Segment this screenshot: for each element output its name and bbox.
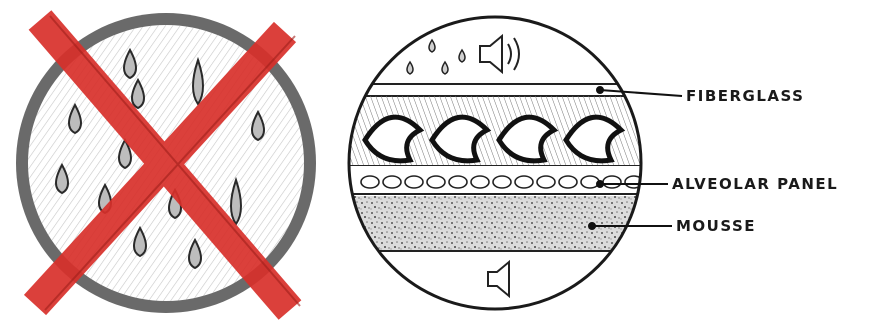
panel-cross-section: FIBERGLASS ALVEOLAR PANEL MOUSSE: [340, 17, 838, 309]
alveolar-panel-label: ALVEOLAR PANEL: [672, 175, 838, 193]
mousse-label: MOUSSE: [676, 217, 756, 235]
mousse-layer: [340, 196, 650, 251]
no-water-symbol: [16, 13, 316, 313]
fiberglass-label: FIBERGLASS: [686, 87, 804, 105]
